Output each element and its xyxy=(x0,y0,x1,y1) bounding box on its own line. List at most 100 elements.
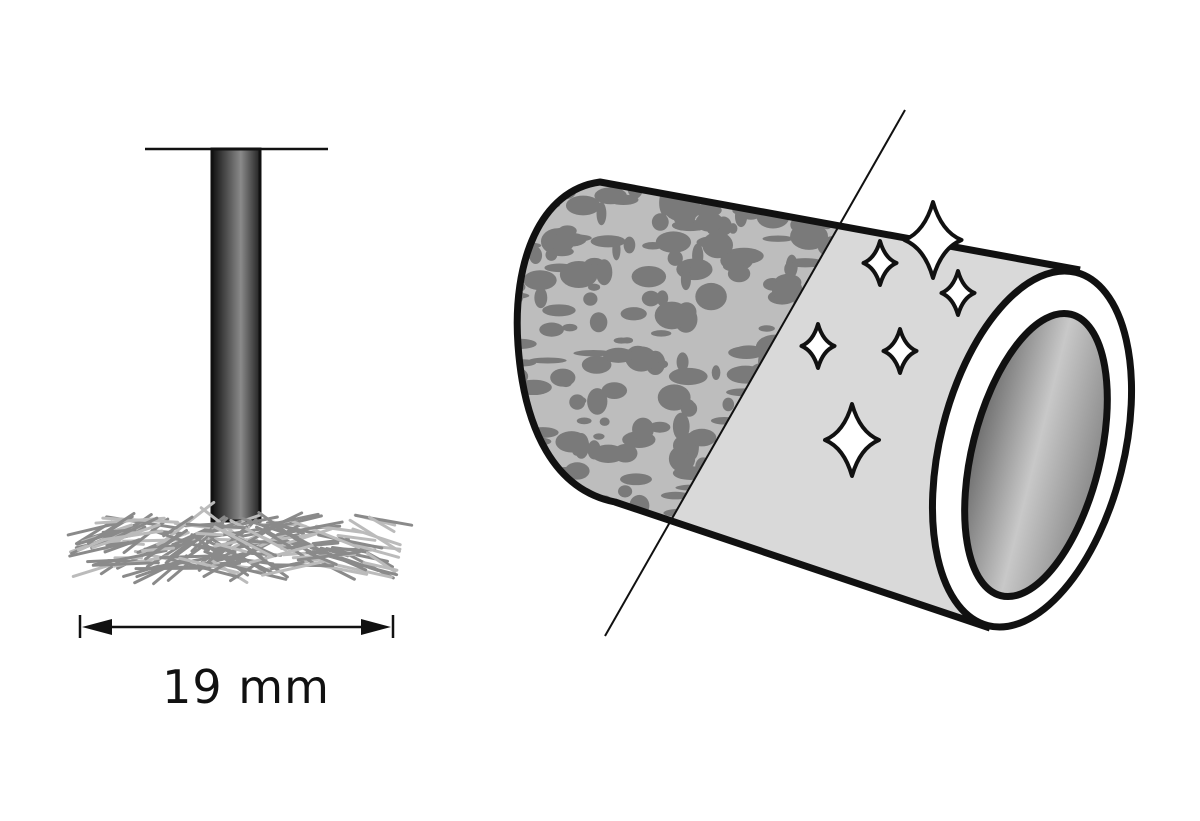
texture-spot xyxy=(601,382,628,399)
bristle xyxy=(197,525,249,572)
texture-spot xyxy=(711,365,721,380)
texture-spot xyxy=(558,484,569,502)
sparkle-icon xyxy=(823,402,881,478)
bristle xyxy=(150,534,179,556)
texture-spot xyxy=(631,265,667,288)
texture-spot xyxy=(727,265,751,283)
texture-spot xyxy=(695,282,727,311)
texture-spot xyxy=(596,259,613,286)
texture-spot xyxy=(649,421,671,433)
texture-spot xyxy=(620,307,647,321)
texture-spot xyxy=(688,264,713,277)
bristle xyxy=(75,520,114,546)
bristle xyxy=(269,560,305,571)
bristle xyxy=(257,511,303,545)
texture-spot xyxy=(620,473,652,486)
bristle xyxy=(178,556,240,575)
texture-spot xyxy=(722,397,735,412)
texture-spot xyxy=(523,191,544,209)
bristle xyxy=(71,563,111,578)
texture-spot xyxy=(587,388,608,415)
texture-spot xyxy=(517,292,530,299)
texture-spot xyxy=(589,312,608,333)
bristle xyxy=(248,544,314,565)
bristle xyxy=(282,527,333,546)
texture-spot xyxy=(523,270,557,291)
texture-spot xyxy=(737,182,762,189)
sparkle-icon xyxy=(881,327,919,375)
bristle xyxy=(215,542,248,554)
texture-spot xyxy=(539,479,571,508)
texture-spot xyxy=(734,345,763,357)
texture-spot xyxy=(656,290,669,307)
texture-spot xyxy=(570,494,586,521)
bristle xyxy=(100,529,164,542)
texture-spot xyxy=(660,491,691,500)
bristle xyxy=(305,550,338,566)
texture-spot xyxy=(668,367,708,386)
texture-spot xyxy=(517,182,526,202)
bristle xyxy=(336,534,377,542)
texture-spot xyxy=(581,355,612,374)
bristle xyxy=(134,566,211,571)
texture-spot xyxy=(587,440,601,460)
bristle xyxy=(163,500,216,542)
texture-spot xyxy=(830,184,850,196)
texture-spot xyxy=(771,277,803,302)
bristle xyxy=(356,544,401,559)
texture-spot xyxy=(783,182,807,195)
bristle xyxy=(291,520,361,550)
texture-spot xyxy=(517,238,529,250)
bristle xyxy=(166,561,190,582)
texture-spot xyxy=(672,412,690,441)
bristle xyxy=(276,520,344,537)
texture-spot xyxy=(573,433,590,459)
texture-spot xyxy=(588,283,601,291)
bristle xyxy=(76,539,104,552)
texture-spot xyxy=(650,330,672,337)
bristle xyxy=(213,525,273,558)
bristle xyxy=(159,554,228,560)
texture-spot xyxy=(613,443,638,463)
texture-spot xyxy=(623,236,636,254)
bristle xyxy=(162,515,194,538)
bristle xyxy=(260,559,326,577)
bristle xyxy=(164,528,213,565)
texture-spot xyxy=(539,322,564,337)
brush-bristles xyxy=(66,500,414,586)
texture-spot xyxy=(534,287,548,309)
bristle xyxy=(279,514,323,528)
bristle xyxy=(219,562,288,581)
texture-spot xyxy=(599,417,610,426)
texture-spot xyxy=(542,304,576,317)
texture-spot xyxy=(779,182,812,193)
texture-spot xyxy=(528,357,567,364)
wire-brush-icon xyxy=(66,147,414,586)
texture-spot xyxy=(608,194,639,205)
texture-spot xyxy=(550,232,587,247)
texture-spot xyxy=(762,195,773,221)
sparkles xyxy=(799,200,977,478)
divider-line xyxy=(604,109,906,637)
texture-spot xyxy=(641,290,661,307)
texture-spot xyxy=(676,182,691,196)
bristle xyxy=(101,528,137,534)
texture-spot xyxy=(676,302,697,322)
texture-spot xyxy=(625,346,657,372)
texture-spot xyxy=(680,269,691,291)
bristle xyxy=(68,541,130,558)
texture-spot xyxy=(632,417,654,441)
texture-spot xyxy=(811,182,821,204)
sparkle-icon xyxy=(861,239,899,287)
bristle xyxy=(348,518,401,553)
texture-spot xyxy=(517,451,528,475)
texture-spot xyxy=(680,400,698,417)
bristle xyxy=(86,558,120,564)
texture-spot xyxy=(655,231,692,253)
bristle xyxy=(368,566,399,577)
texture-spot xyxy=(593,433,605,440)
texture-spot xyxy=(784,261,796,277)
texture-spot xyxy=(526,427,559,438)
